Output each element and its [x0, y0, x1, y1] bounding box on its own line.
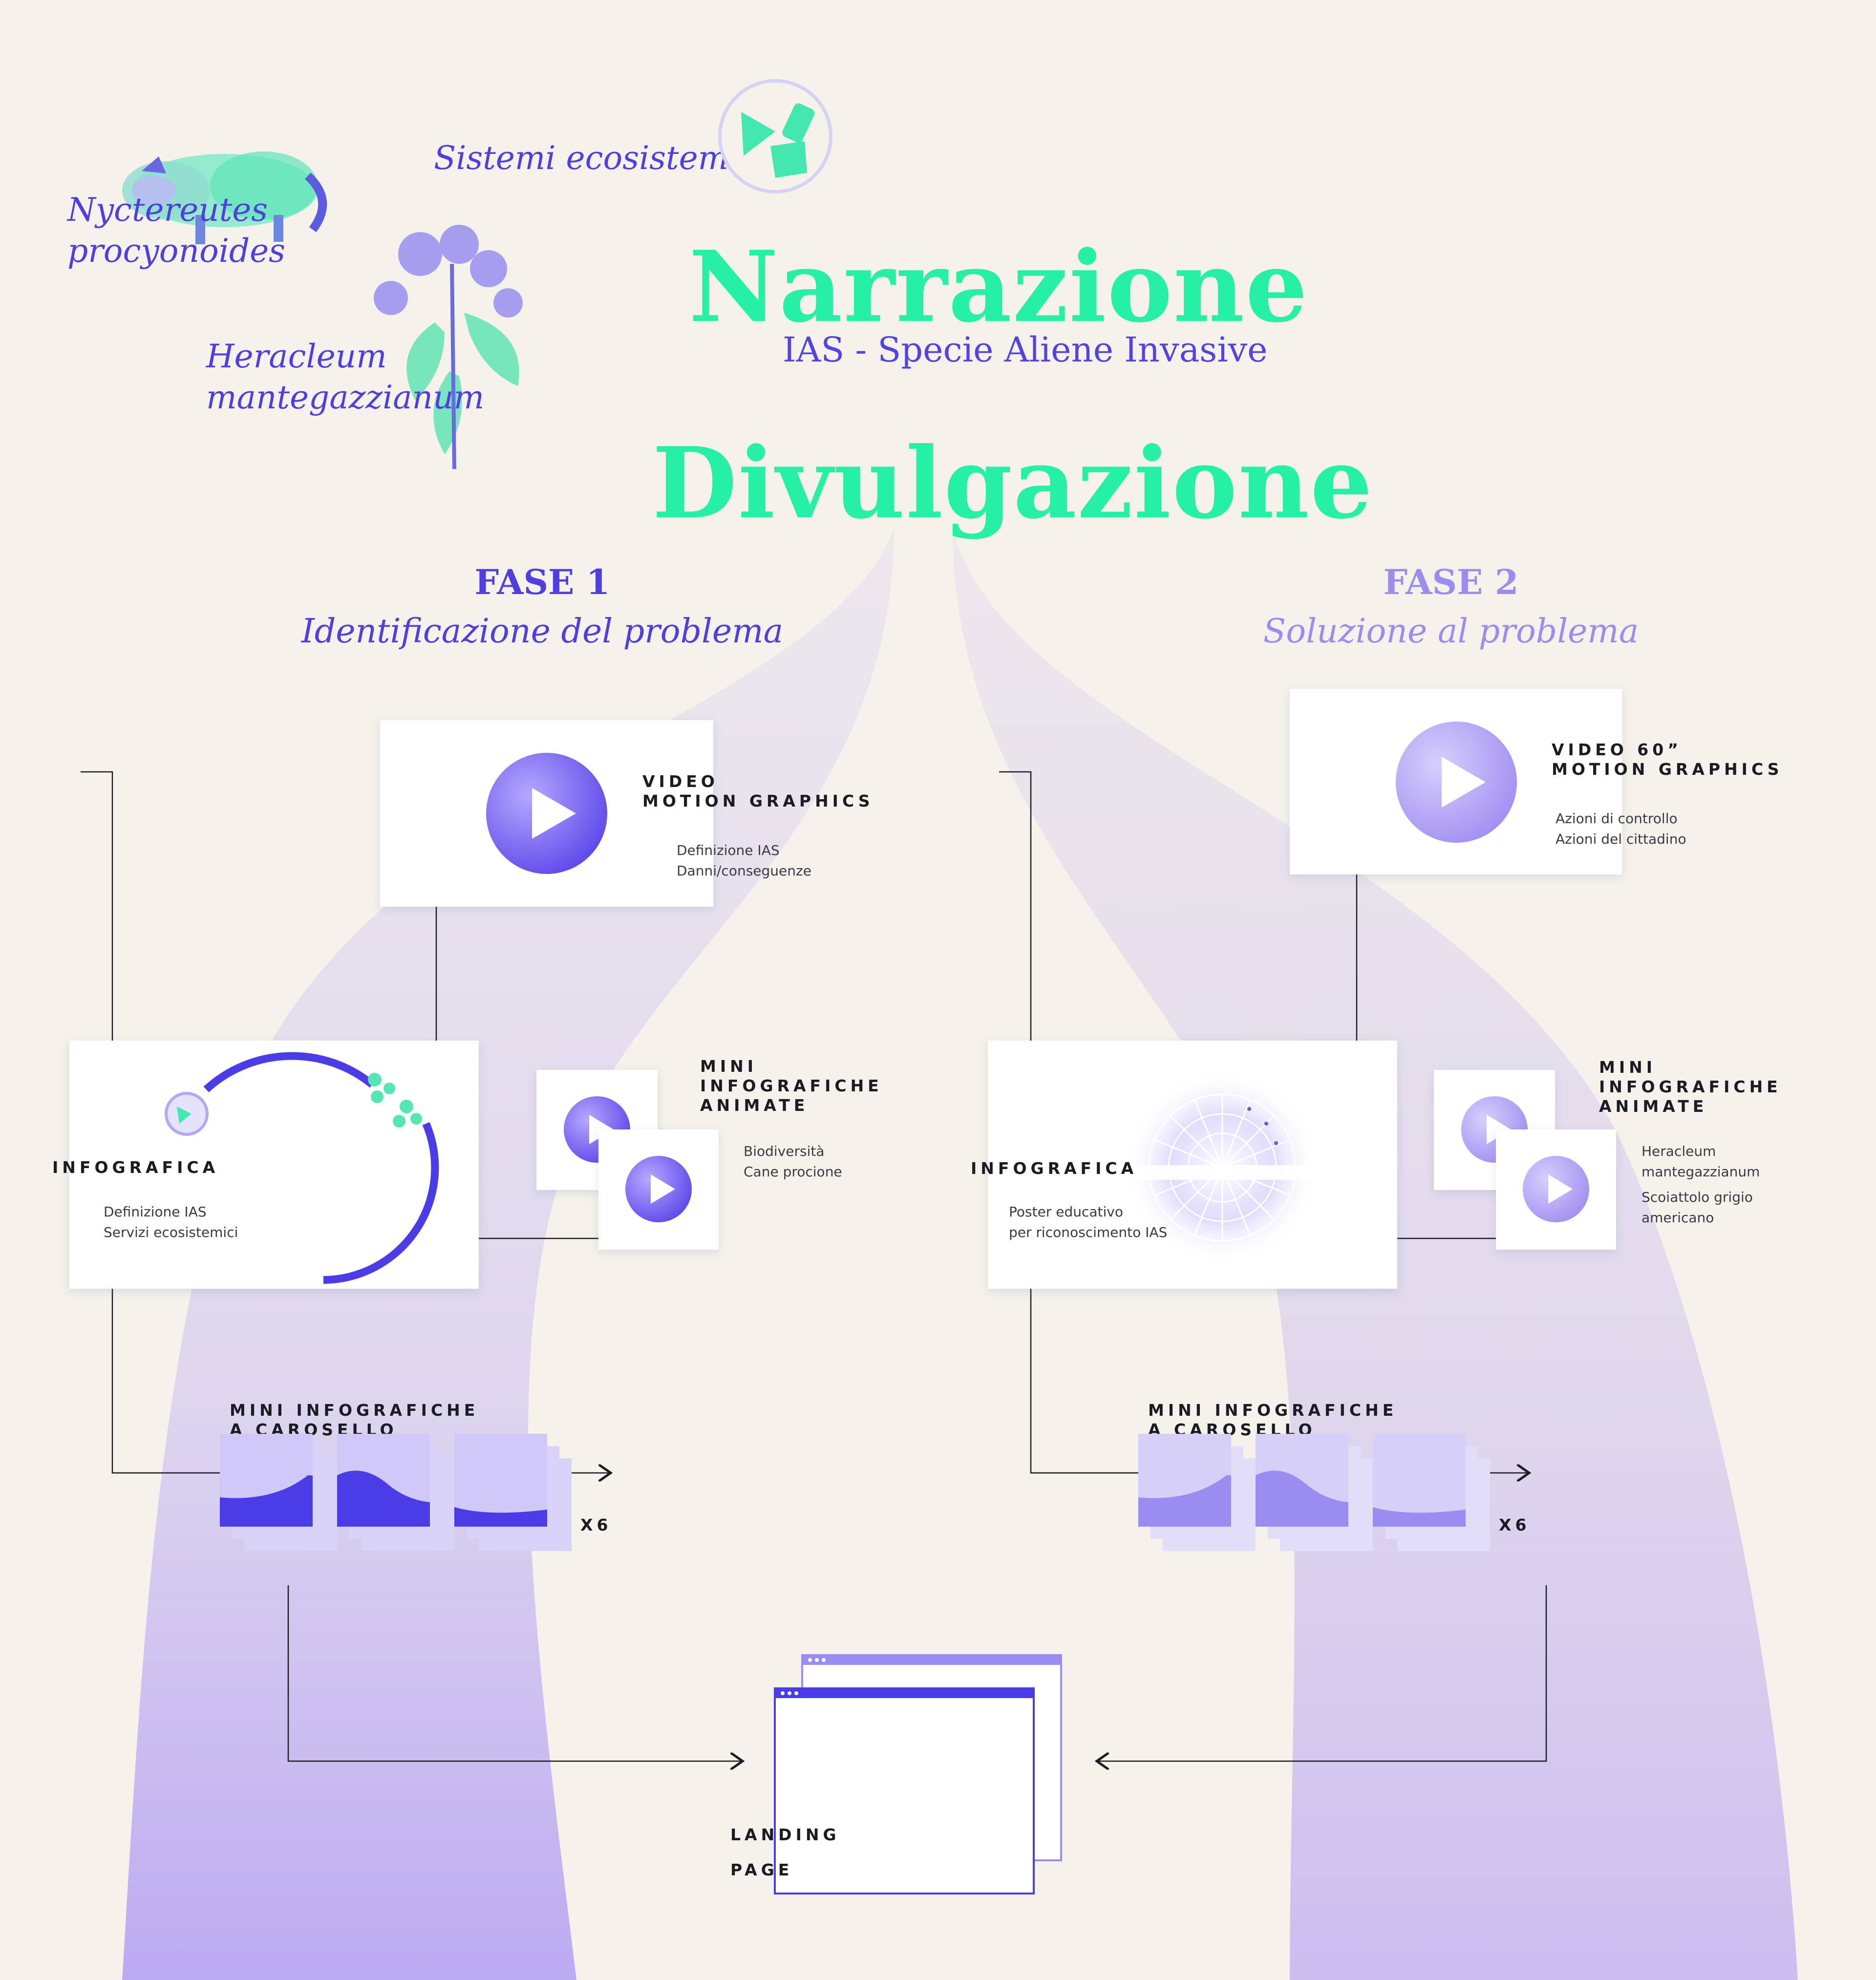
- phase2-infographic-label: INFOGRAFICA: [971, 1159, 1138, 1178]
- phase1-carousel-cards[interactable]: [215, 1429, 576, 1556]
- label-line: MINI INFOGRAFICHE: [1148, 1401, 1398, 1420]
- label-line: MOTION GRAPHICS: [642, 791, 874, 810]
- desc-line: Poster educativo: [1009, 1204, 1123, 1220]
- main-title: Narrazione: [689, 230, 1309, 344]
- label-line: VIDEO 60”: [1552, 740, 1682, 759]
- phase2-mini-animated-desc: Heracleum mantegazzianum Scoiattolo grig…: [1642, 1141, 1760, 1228]
- desc-line: Biodiversità: [744, 1143, 825, 1159]
- desc-line: Azioni del cittadino: [1556, 831, 1686, 847]
- species-line: procyonoides: [67, 232, 286, 270]
- secondary-title: Divulgazione: [652, 426, 1374, 541]
- species-label-hogweed: Heracleum mantegazzianum: [206, 336, 484, 418]
- label-line: MOTION GRAPHICS: [1552, 760, 1783, 779]
- label-line: MINI: [1599, 1058, 1657, 1077]
- desc-line: Cane procione: [744, 1164, 842, 1180]
- label-line: ANIMATE: [1599, 1097, 1708, 1116]
- connector-p2-landing: [1097, 1585, 1547, 1761]
- label-line: MINI: [700, 1057, 758, 1076]
- hogweed-plant-illustration: [374, 225, 523, 469]
- desc-line: americano: [1642, 1210, 1714, 1226]
- phase2-video-label: VIDEO 60” MOTION GRAPHICS: [1552, 740, 1783, 779]
- desc-line: Azioni di controllo: [1556, 810, 1678, 827]
- desc-line: Scoiattolo grigio: [1642, 1189, 1753, 1205]
- phase1-infographic-label: INFOGRAFICA: [52, 1158, 219, 1177]
- label-line: ANIMATE: [700, 1096, 809, 1115]
- label-line: PAGE: [730, 1860, 793, 1879]
- phase2-subheading: Soluzione al problema: [1263, 612, 1639, 651]
- phase2-video-card[interactable]: [1290, 689, 1622, 874]
- ecosystems-label: Sistemi ecosistemici: [434, 139, 767, 177]
- phase2-infographic-desc: Poster educativo per riconoscimento IAS: [1009, 1202, 1167, 1243]
- species-line: mantegazzianum: [206, 379, 485, 416]
- phase1-mini-animated-desc: Biodiversità Cane procione: [744, 1141, 842, 1182]
- ecosystem-shapes-icon: [741, 103, 815, 178]
- play-icon[interactable]: [1522, 1155, 1590, 1223]
- phase1-video-card[interactable]: [380, 720, 713, 907]
- label-line: VIDEO: [642, 772, 719, 791]
- label-line: INFOGRAFICHE: [700, 1076, 883, 1095]
- main-subtitle: IAS - Specie Aliene Invasive: [783, 330, 1268, 370]
- desc-line: Definizione IAS: [104, 1204, 207, 1220]
- label-line: MINI INFOGRAFICHE: [230, 1401, 479, 1420]
- connector-p1-landing: [287, 1585, 743, 1761]
- phase1-heading: FASE 1: [474, 562, 610, 602]
- radial-poster-diagram: [1125, 1070, 1320, 1265]
- label-line: INFOGRAFICHE: [1599, 1077, 1782, 1096]
- phase1-infographic-desc: Definizione IAS Servizi ecosistemici: [104, 1202, 238, 1243]
- desc-line: per riconoscimento IAS: [1009, 1224, 1168, 1240]
- desc-line: Danni/conseguenze: [677, 863, 811, 879]
- landing-page-windows[interactable]: [767, 1651, 1070, 1898]
- label-line: LANDING: [730, 1825, 840, 1844]
- play-icon[interactable]: [1395, 721, 1518, 844]
- phase1-carousel-count: X6: [580, 1515, 612, 1534]
- phase1-video-desc: Definizione IAS Danni/conseguenze: [677, 840, 811, 881]
- phase2-carousel-cards[interactable]: [1133, 1429, 1495, 1556]
- raccoon-dog-illustration: [122, 151, 327, 244]
- ecosystems-logo: [718, 79, 832, 193]
- landing-page-label: LANDING PAGE: [730, 1817, 840, 1888]
- desc-line: Heracleum: [1642, 1143, 1716, 1159]
- phase2-mini-animated-label: MINI INFOGRAFICHE ANIMATE: [1599, 1058, 1782, 1116]
- desc-line: Servizi ecosistemici: [104, 1224, 238, 1240]
- phase2-video-desc: Azioni di controllo Azioni del cittadino: [1556, 809, 1686, 850]
- desc-line: mantegazzianum: [1642, 1164, 1760, 1180]
- play-icon[interactable]: [485, 752, 608, 875]
- phase2-mini-animated-card-front[interactable]: [1496, 1129, 1616, 1250]
- phase2-heading: FASE 2: [1383, 562, 1519, 602]
- phase2-carousel-count: X6: [1499, 1515, 1531, 1534]
- species-line: Nyctereutes: [67, 191, 268, 229]
- phase1-infographic-card[interactable]: [69, 1041, 479, 1289]
- connector-p2-left-down: [999, 771, 1031, 1092]
- play-icon[interactable]: [624, 1155, 693, 1223]
- phase1-subheading: Identificazione del problema: [301, 612, 784, 651]
- species-line: Heracleum: [206, 338, 387, 375]
- species-label-raccoon: Nyctereutes procyonoides: [67, 190, 285, 272]
- phase2-infographic-card[interactable]: [988, 1041, 1397, 1289]
- phase1-carousel-label: MINI INFOGRAFICHE A CAROSELLO: [230, 1401, 479, 1440]
- phase1-video-label: VIDEO MOTION GRAPHICS: [642, 772, 874, 811]
- cycle-diagram: [165, 1052, 439, 1284]
- desc-line: Definizione IAS: [677, 842, 780, 858]
- connector-p1-left-down: [81, 771, 112, 1092]
- phase1-mini-animated-label: MINI INFOGRAFICHE ANIMATE: [700, 1057, 883, 1115]
- phase1-mini-animated-card-front[interactable]: [598, 1129, 719, 1250]
